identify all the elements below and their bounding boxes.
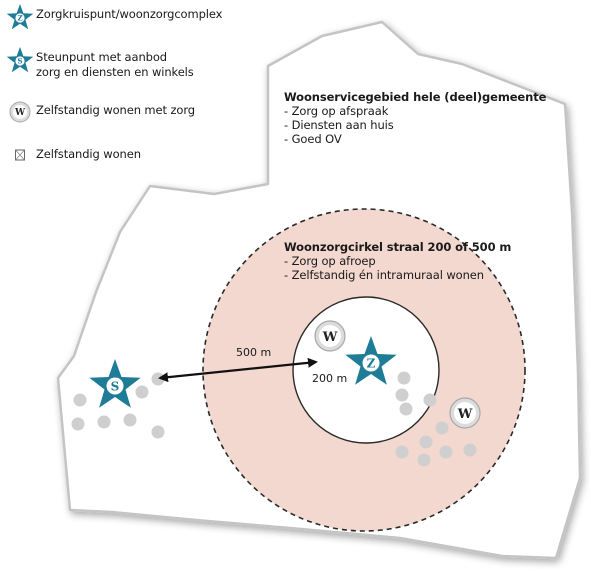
legend-s-letter: S — [17, 57, 22, 66]
servicegebied-item: - Goed OV — [284, 132, 342, 146]
legend-steunpunt-line-1: Steunpunt met aanbod — [36, 50, 167, 64]
servicegebied-item: - Zorg op afspraak — [284, 104, 389, 118]
woonzorgcirkel-text: Woonzorgcirkel straal 200 of 500 m - Zor… — [284, 240, 511, 282]
servicegebied-text: Woonservicegebied hele (deel)gemeente - … — [284, 90, 546, 146]
woonzorgcirkel-item: - Zorg op afroep — [284, 254, 376, 268]
steunpunt-star-icon: S — [89, 359, 141, 408]
legend-zelfstandig-zorg: W Zelfstandig wonen met zorg — [4, 99, 195, 125]
legend-zorgkruispunt: Z Zorgkruispunt/woonzorgcomplex — [4, 3, 222, 33]
zelfstandig-zorg-badge-icon: W — [449, 397, 481, 429]
servicegebied-title: Woonservicegebied hele (deel)gemeente — [284, 90, 547, 104]
woonzorgcirkel-item: - Zelfstandig én intramuraal wonen — [284, 268, 484, 282]
legend-zelfstandig: Zelfstandig wonen — [4, 145, 141, 165]
zorgkruispunt-legend-star-icon: Z — [6, 4, 34, 30]
distance-label-200m: 200 m — [312, 372, 348, 385]
steunpunt-letter: S — [111, 379, 120, 393]
zelfstandig-wonen-dots-right — [395, 371, 477, 467]
distance-arrow — [158, 357, 318, 383]
legend-zelfstandig-label: Zelfstandig wonen — [36, 147, 141, 161]
w-badge-legend-icon: W — [9, 101, 31, 123]
legend-z-letter: Z — [17, 14, 22, 23]
legend-steunpunt-line-2: zorg en diensten en winkels — [36, 65, 194, 79]
zelfstandig-wonen-legend-icon — [15, 149, 25, 161]
servicegebied-item: - Diensten aan huis — [284, 118, 394, 132]
zelfstandig-wonen-dots-left — [71, 372, 165, 439]
legend-w-letter: W — [14, 108, 26, 118]
w-badge-letter: W — [322, 330, 338, 345]
woonzorgcirkel-title: Woonzorgcirkel straal 200 of 500 m — [284, 240, 512, 254]
legend-zorgkruispunt-label: Zorgkruispunt/woonzorgcomplex — [36, 7, 223, 21]
distance-label-500m: 500 m — [236, 346, 272, 359]
w-badge-letter: W — [457, 407, 473, 422]
zorgkruispunt-star-icon: Z — [345, 336, 397, 385]
legend-steunpunt: S Steunpunt met aanbod zorg en diensten … — [4, 46, 194, 80]
legend-zelfstandig-zorg-label: Zelfstandig wonen met zorg — [36, 103, 195, 117]
zorgkruispunt-letter: Z — [367, 356, 376, 370]
steunpunt-legend-star-icon: S — [6, 47, 34, 73]
zelfstandig-zorg-badge-icon: W — [314, 320, 346, 352]
